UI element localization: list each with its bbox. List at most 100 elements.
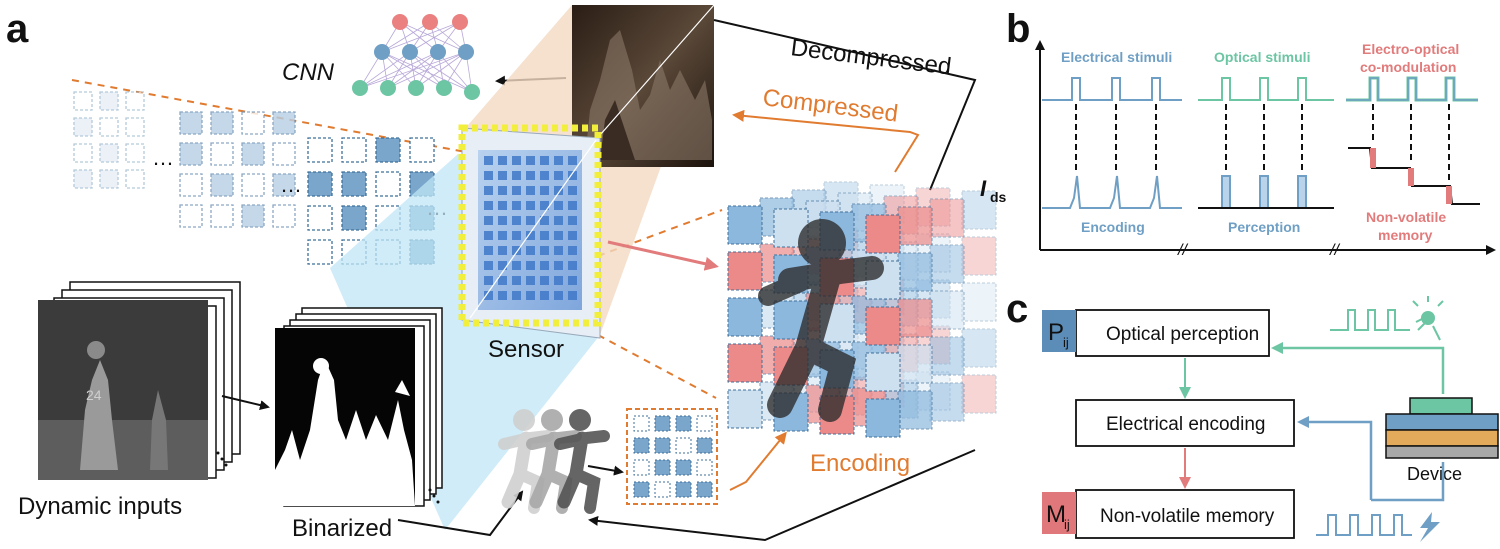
grid-pixel [125,169,145,189]
projection-line-top [71,79,467,153]
encoding-pixel [727,389,763,429]
sensor-pixel [526,246,535,255]
encoded-grid-pixel [654,481,671,498]
electrical-stimuli-label: Electrical stimuli [1061,49,1172,65]
encoding-pixel-stack [727,181,997,438]
encoding-output-label: Encoding [1081,219,1145,235]
sensor-pixel [498,231,507,240]
sensor-pixel [498,276,507,285]
sensor-pixel [554,261,563,270]
device-label: Device [1407,464,1462,484]
encoded-grid-pixel [675,459,692,476]
encoded-grid-pixel [633,481,650,498]
sensor-pixel [554,216,563,225]
encoding-pixel [865,214,901,254]
encoded-grid-pixel [633,459,650,476]
encoding-pixel [897,390,933,430]
sensor-pixel [526,231,535,240]
grid-pixel [409,137,435,163]
axis-break-1: // [1177,242,1188,259]
sensor-pixel [568,291,577,300]
sensor-pixel [484,186,493,195]
sensor-pixel [484,201,493,210]
comodulation-stimuli-wave [1346,76,1478,102]
encoded-grid-pixel [675,437,692,454]
sensor-pixel [554,291,563,300]
sensor-pixel [498,246,507,255]
sensor-pixel [554,156,563,165]
grid-pixel [241,204,265,228]
sensor-pixel [512,201,521,210]
inputs-to-binarized-arrow [221,395,270,411]
sensor-pixel [568,246,577,255]
encoding-pixel [929,382,965,422]
grid-pixel [73,143,93,163]
sensor-pixel [484,291,493,300]
sensor-pixel [484,246,493,255]
encoding-pixel [727,251,763,291]
electrical-encoding-block: Electrical encoding [1075,399,1295,447]
sensor-pixel [498,156,507,165]
running-figure-large-icon [758,219,884,422]
sensor-pixel [484,276,493,285]
grid-pixel [341,171,367,197]
grid-pixel [307,239,333,265]
sensor-chip [458,124,602,339]
sensor-pixel [568,171,577,180]
optical-perception-block: P ij Optical perception [1042,309,1270,357]
sensor-pixel [526,276,535,285]
binarized-stack [275,307,443,507]
sensor-pixel [568,156,577,165]
encoding-response-wave [1042,175,1182,209]
y-axis-label: I [980,176,987,201]
grid-pixel [241,142,265,166]
sensor-to-encoding-arrow [607,240,719,271]
encoding-pixel [727,297,763,337]
ellipsis-2: … [280,172,302,197]
grid-pixel [272,142,296,166]
encoding-pixel [961,190,997,230]
sensor-pixel [526,156,535,165]
grid-pixel [272,204,296,228]
cnn-node [422,14,438,30]
encoding-feedback-arrow [588,449,976,542]
nonvolatile-memory-wave [1348,147,1480,205]
nonvolatile-memory-block: M ij Non-volatile memory [1042,489,1295,539]
device-electrical-line [1371,462,1445,502]
grid-pixel [125,91,145,111]
sensor-pixel [512,171,521,180]
cnn-node [452,14,468,30]
cnn-node [408,80,424,96]
cnn-node [392,14,408,30]
grid-pixel [307,137,333,163]
sensor-pixel [540,291,549,300]
grid-pixel [210,204,234,228]
sensor-pixel [568,231,577,240]
electrical-encoding-label: Electrical encoding [1106,414,1265,435]
running-figures-icon [498,409,610,514]
perception-output-label: Perception [1228,219,1300,235]
sensor-pixel [526,171,535,180]
runner-silhouette [554,409,610,514]
grid-pixel [375,137,401,163]
grid-pixel [125,117,145,137]
sensor-pixel [540,231,549,240]
electrical-pulse-icon [1316,514,1412,536]
compressed-label: Compressed [761,84,899,127]
sensor-pixel [554,231,563,240]
sensor-pixel [484,261,493,270]
grid-pixel [375,171,401,197]
sensor-pixel [484,171,493,180]
panel-a-letter: a [6,7,29,51]
grid-pixel [179,111,203,135]
light-beam [330,154,600,530]
nonvolatile-memory-block-label: Non-volatile memory [1100,506,1275,527]
sensor-pixel [526,186,535,195]
axis-break-2: // [1329,242,1340,259]
sensor-pixel [540,246,549,255]
sensor-pixel [540,156,549,165]
panel-b-letter: b [1006,7,1030,51]
encoding-pixel [929,336,965,376]
sensor-pixel [526,261,535,270]
